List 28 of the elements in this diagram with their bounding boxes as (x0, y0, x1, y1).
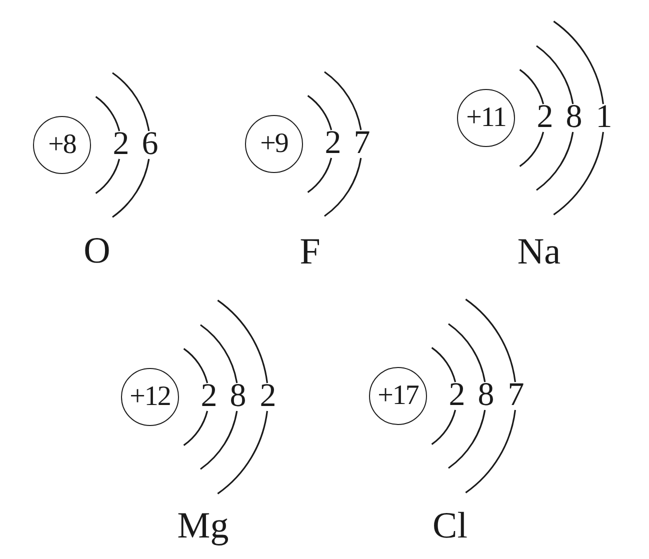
electron-count: 2 (200, 385, 218, 409)
nuclear-charge: +17 (378, 382, 418, 410)
element-symbol: F (300, 234, 320, 272)
electron-count: 2 (260, 385, 276, 409)
nuclear-charge: +11 (466, 104, 506, 132)
electron-count: 8 (566, 106, 582, 130)
nucleus-circle (245, 115, 303, 173)
electron-count: 8 (230, 385, 246, 409)
electron-count: 2 (536, 106, 554, 130)
electron-count: 6 (142, 133, 158, 157)
element-symbol: Na (517, 234, 561, 272)
electron-count: 7 (508, 384, 524, 408)
nuclear-charge: +8 (48, 131, 76, 159)
electron-count: 2 (112, 133, 130, 157)
electron-count: 2 (324, 132, 342, 156)
nucleus-circle (121, 368, 179, 426)
nucleus-circle (369, 367, 427, 425)
element-symbol: Cl (432, 508, 468, 546)
element-symbol: O (84, 232, 110, 272)
electron-count: 1 (596, 106, 612, 130)
nuclear-charge: +9 (260, 130, 288, 158)
element-symbol: Mg (177, 508, 229, 546)
electron-count: 7 (354, 132, 370, 156)
electron-count: 2 (448, 384, 466, 408)
nuclear-charge: +12 (130, 383, 170, 411)
nucleus-circle (457, 89, 515, 147)
electron-count: 8 (478, 384, 494, 408)
nucleus-circle (33, 116, 91, 174)
